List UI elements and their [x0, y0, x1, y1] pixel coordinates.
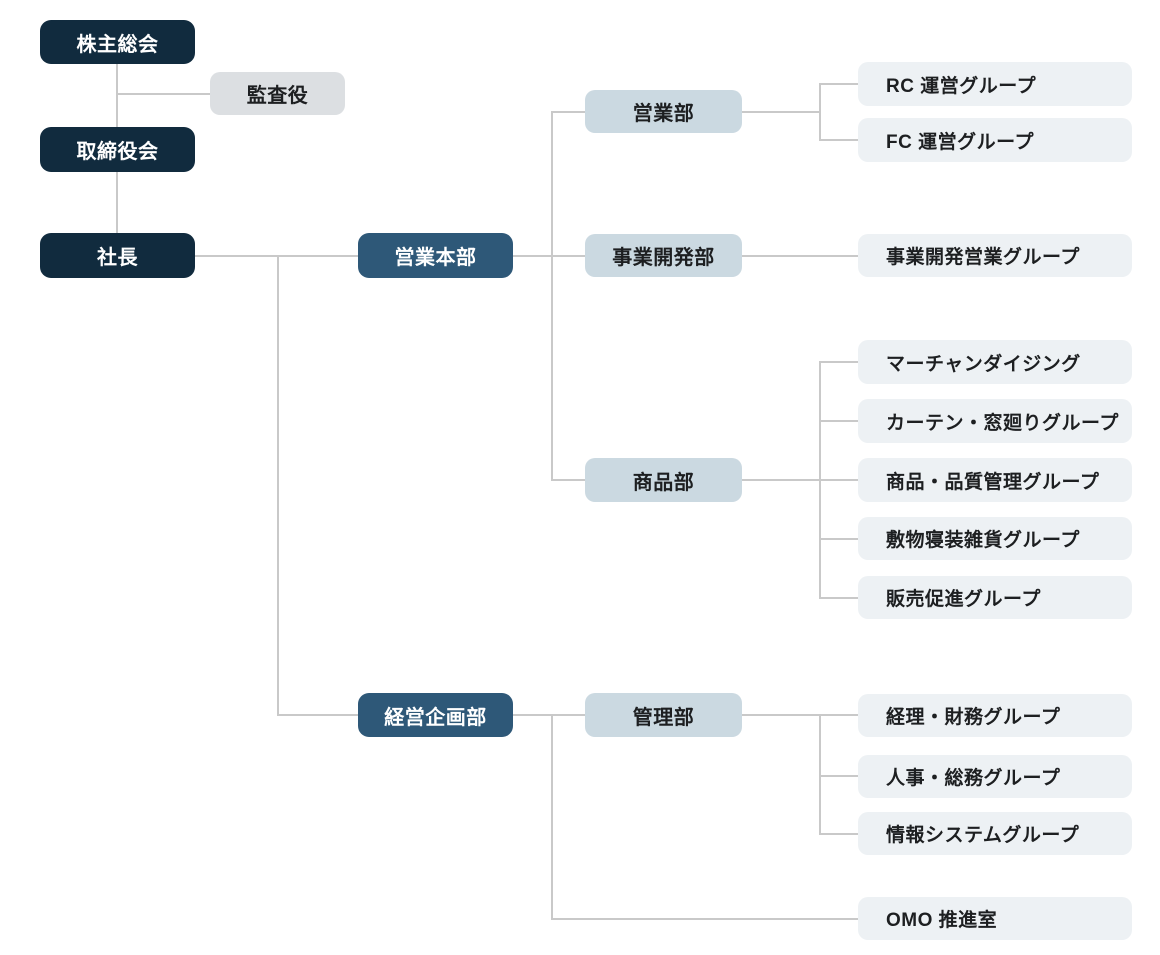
node-president: 社長	[40, 233, 195, 278]
node-label: 事業開発営業グループ	[886, 247, 1080, 268]
connector-sales-dept-in	[551, 111, 585, 113]
node-omo-office: OMO 推進室	[858, 897, 1132, 940]
node-label: 事業開発部	[612, 247, 715, 269]
node-label: 株主総会	[76, 33, 159, 56]
connector-board-president	[116, 172, 118, 233]
node-label: 商品・品質管理グループ	[886, 471, 1100, 493]
node-fc-group: FC 運営グループ	[858, 118, 1132, 162]
connector-sales-hq-spine	[551, 111, 553, 481]
connector-sales-promotion-in	[819, 597, 858, 599]
node-label: マーチャンダイジング	[886, 353, 1081, 375]
node-label: 社長	[97, 247, 138, 269]
node-hr-group: 人事・総務グループ	[858, 755, 1132, 798]
node-board-of-directors: 取締役会	[40, 127, 195, 172]
connector-fc-group-in	[819, 139, 858, 141]
connector-product-dept-in	[551, 479, 585, 481]
node-label: 取締役会	[76, 141, 159, 163]
connector-rug-bedding-in	[819, 538, 858, 540]
node-auditor: 監査役	[210, 72, 345, 115]
node-label: 敷物寝装雑貨グループ	[886, 530, 1080, 551]
node-label: カーテン・窓廻りグループ	[886, 412, 1119, 434]
node-curtain-group: カーテン・窓廻りグループ	[858, 399, 1132, 443]
node-label: 経営企画部	[384, 706, 487, 729]
node-label: 販売促進グループ	[886, 589, 1041, 610]
node-product-dept: 商品部	[585, 458, 742, 502]
node-label: RC 運営グループ	[886, 75, 1037, 97]
node-business-dev-sales-group: 事業開発営業グループ	[858, 234, 1132, 277]
node-label: 監査役	[246, 85, 309, 107]
connector-merchandising-in	[819, 361, 858, 363]
node-business-dev-dept: 事業開発部	[585, 234, 742, 277]
node-label: 商品部	[632, 471, 695, 494]
connector-product-dept-out	[742, 479, 858, 481]
node-sales-promotion-group: 販売促進グループ	[858, 576, 1132, 619]
node-corporate-planning-dept: 経営企画部	[358, 693, 513, 737]
node-rc-group: RC 運営グループ	[858, 62, 1132, 106]
connector-it-group-in	[819, 833, 858, 835]
connector-product-children-spine	[819, 361, 821, 599]
connector-curtain-group-in	[819, 420, 858, 422]
connector-corp-planning-spine	[551, 714, 553, 920]
node-label: 情報システムグループ	[886, 825, 1080, 846]
node-sales-headquarters: 営業本部	[358, 233, 513, 278]
node-shareholders-meeting: 株主総会	[40, 20, 195, 64]
node-quality-group: 商品・品質管理グループ	[858, 458, 1132, 502]
connector-shareholders-board	[116, 64, 118, 127]
node-label: 営業本部	[394, 247, 477, 269]
connector-hr-group-in	[819, 775, 858, 777]
node-label: FC 運営グループ	[886, 131, 1034, 153]
connector-sales-hq-bizdev	[513, 255, 585, 257]
node-merchandising-group: マーチャンダイジング	[858, 340, 1132, 384]
node-sales-dept: 営業部	[585, 90, 742, 133]
connector-corp-planning-branch	[277, 714, 358, 716]
connector-rc-group-in	[819, 83, 858, 85]
node-label: 人事・総務グループ	[886, 768, 1061, 789]
connector-auditor-branch	[117, 93, 211, 95]
connector-president-drop	[277, 255, 279, 716]
connector-corp-planning-admin	[513, 714, 585, 716]
node-label: 経理・財務グループ	[886, 707, 1061, 728]
connector-president-sales-hq	[195, 255, 358, 257]
connector-sales-dept-children-spine	[819, 83, 821, 141]
node-rug-bedding-group: 敷物寝装雑貨グループ	[858, 517, 1132, 560]
node-it-group: 情報システムグループ	[858, 812, 1132, 855]
connector-bizdev-sales-group-in	[742, 255, 858, 257]
node-admin-dept: 管理部	[585, 693, 742, 737]
connector-omo-office-in	[551, 918, 858, 920]
node-label: 管理部	[632, 706, 695, 729]
connector-admin-children-spine	[819, 714, 821, 835]
node-label: 営業部	[632, 103, 695, 125]
connector-sales-dept-out	[742, 111, 820, 113]
node-label: OMO 推進室	[886, 910, 998, 931]
node-accounting-group: 経理・財務グループ	[858, 694, 1132, 737]
connector-admin-dept-out	[742, 714, 858, 716]
